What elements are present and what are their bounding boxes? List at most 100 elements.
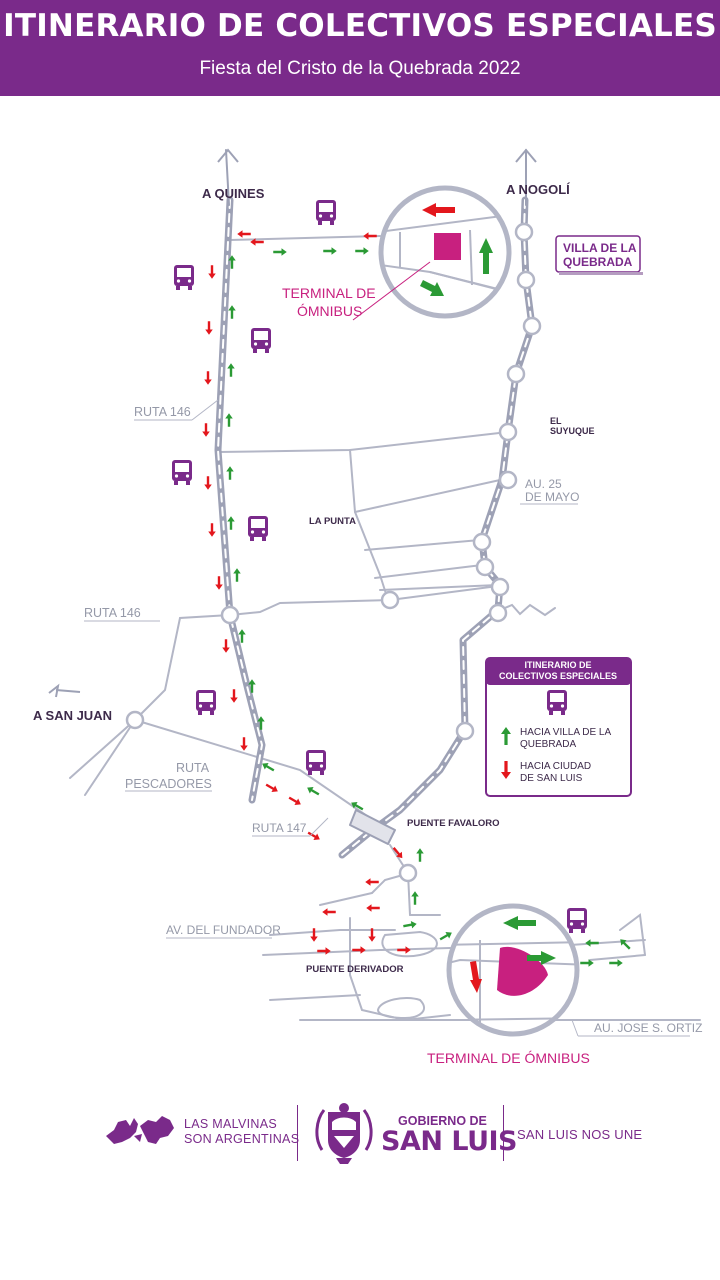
bus-icon xyxy=(174,265,194,290)
san-luis-text: SAN LUIS xyxy=(381,1126,518,1157)
arrow-red-icon xyxy=(205,321,213,335)
place-label-el-suyuque-2: SUYUQUE xyxy=(550,426,595,436)
arrow-red-icon xyxy=(397,946,411,954)
arrow-red-icon xyxy=(422,203,455,217)
footer-divider xyxy=(297,1105,298,1161)
arrow-green-icon xyxy=(233,568,241,582)
place-label-a-quines: A QUINES xyxy=(202,186,265,201)
arrow-red-icon xyxy=(240,737,248,751)
arrow-red-icon xyxy=(208,265,216,279)
gobierno-de-text: GOBIERNO DE xyxy=(398,1114,487,1128)
road-label-au25-1: AU. 25 xyxy=(525,477,562,491)
road-label-au25-2: DE MAYO xyxy=(525,490,579,504)
place-label-villa-1: VILLA DE LA xyxy=(563,241,637,255)
bus-icon xyxy=(567,908,587,933)
road-label-av-fundador: AV. DEL FUNDADOR xyxy=(166,923,281,937)
terminal-building-top xyxy=(434,233,461,260)
bus-icon xyxy=(251,328,271,353)
legend-red-2: DE SAN LUIS xyxy=(520,773,583,784)
arrow-red-icon xyxy=(470,961,482,993)
road-label-au-jose-ortiz: AU. JOSE S. ORTIZ xyxy=(594,1021,702,1035)
arrow-red-icon xyxy=(202,423,210,437)
malvinas-islands-icon xyxy=(106,1116,174,1144)
place-label-a-san-juan: A SAN JUAN xyxy=(33,708,112,723)
legend-title-1: ITINERARIO DE xyxy=(524,660,591,670)
place-label-puente-derivador: PUENTE DERIVADOR xyxy=(306,964,404,975)
bus-icon xyxy=(316,200,336,225)
route-map: RUTA 146 RUTA 146 RUTA PESCADORES RUTA 1… xyxy=(33,148,702,1066)
place-label-a-nogoli: A NOGOLÍ xyxy=(506,182,570,197)
arrow-red-icon xyxy=(204,476,212,490)
arrow-red-icon xyxy=(208,523,216,537)
arrow-green-icon xyxy=(416,848,424,862)
legend: ITINERARIO DE COLECTIVOS ESPECIALES HACI… xyxy=(485,657,632,797)
place-label-villa-2: QUEBRADA xyxy=(563,255,633,269)
arrow-green-icon xyxy=(402,920,418,930)
bus-icon xyxy=(248,516,268,541)
arrow-red-icon xyxy=(287,794,303,808)
slogan-text: SAN LUIS NOS UNE xyxy=(517,1127,643,1142)
page-title: ITINERARIO DE COLECTIVOS ESPECIALES xyxy=(3,8,717,44)
place-label-puente-favaloro: PUENTE FAVALORO xyxy=(407,818,500,829)
road-label-ruta147: RUTA 147 xyxy=(252,821,307,835)
arrow-green-icon xyxy=(420,280,444,296)
legend-green-2: QUEBRADA xyxy=(520,739,576,750)
villa-label-shadow xyxy=(559,272,643,275)
road-label-ruta146-north: RUTA 146 xyxy=(134,405,191,419)
arrow-red-icon xyxy=(230,689,238,703)
place-labels: A QUINES A NOGOLÍ A SAN JUAN VILLA DE LA… xyxy=(33,182,643,1066)
footer: LAS MALVINAS SON ARGENTINAS GOBIERNO DE … xyxy=(0,1090,720,1180)
arrow-green-icon xyxy=(609,959,623,967)
arrow-red-icon xyxy=(363,232,377,240)
bus-icon xyxy=(306,750,326,775)
arrow-green-icon xyxy=(226,466,234,480)
arrow-green-icon xyxy=(479,238,493,274)
malvinas-text: LAS MALVINAS SON ARGENTINAS xyxy=(184,1117,299,1147)
arrow-green-icon xyxy=(411,891,419,905)
arrow-red-icon xyxy=(237,230,251,238)
footer-divider xyxy=(503,1105,504,1161)
arrow-green-icon xyxy=(355,247,369,255)
arrow-green-icon xyxy=(323,247,337,255)
terminal-zoom-top xyxy=(352,185,512,321)
malvinas-line-1: LAS MALVINAS xyxy=(184,1117,277,1131)
page-subtitle: Fiesta del Cristo de la Quebrada 2022 xyxy=(199,58,521,79)
malvinas-line-2: SON ARGENTINAS xyxy=(184,1132,300,1146)
legend-title-2: COLECTIVOS ESPECIALES xyxy=(499,671,617,681)
arrow-red-icon xyxy=(317,947,331,955)
legend-green-1: HACIA VILLA DE LA xyxy=(520,727,611,738)
place-label-el-suyuque-1: EL xyxy=(550,416,562,426)
arrow-green-icon xyxy=(227,516,235,530)
arrow-red-icon xyxy=(204,371,212,385)
place-label-terminal-top-2: ÓMNIBUS xyxy=(297,303,362,319)
arrow-green-icon xyxy=(227,363,235,377)
arrow-green-icon xyxy=(273,248,287,256)
bus-icon xyxy=(172,460,192,485)
terminal-zoom-bottom xyxy=(446,903,580,1037)
arrow-red-icon xyxy=(310,928,318,942)
arrow-green-icon xyxy=(438,929,454,943)
road-label-ruta146-west: RUTA 146 xyxy=(84,606,141,620)
arrow-red-icon xyxy=(215,576,223,590)
arrow-green-icon xyxy=(225,413,233,427)
road-network xyxy=(69,235,701,1022)
place-label-terminal-top-1: TERMINAL DE xyxy=(282,285,376,301)
san-luis-coat-of-arms-icon xyxy=(315,1103,373,1164)
header: ITINERARIO DE COLECTIVOS ESPECIALES Fies… xyxy=(0,0,720,96)
road-label-ruta-pescadores-1: RUTA xyxy=(176,761,210,775)
arrow-green-icon xyxy=(585,939,599,947)
roundabouts xyxy=(125,222,542,883)
bus-icon xyxy=(196,690,216,715)
north-arrows xyxy=(48,148,537,698)
legend-red-1: HACIA CIUDAD xyxy=(520,761,591,772)
place-label-la-punta: LA PUNTA xyxy=(309,516,356,527)
place-label-terminal-bottom: TERMINAL DE ÓMNIBUS xyxy=(427,1050,590,1066)
arrow-green-icon xyxy=(503,916,536,930)
arrow-red-icon xyxy=(322,908,336,916)
arrow-red-icon xyxy=(365,878,379,886)
arrow-green-icon xyxy=(228,305,236,319)
arrow-red-icon xyxy=(366,904,380,912)
arrow-green-icon xyxy=(617,936,633,952)
arrow-green-icon xyxy=(527,951,556,965)
arrow-red-icon xyxy=(264,781,280,795)
